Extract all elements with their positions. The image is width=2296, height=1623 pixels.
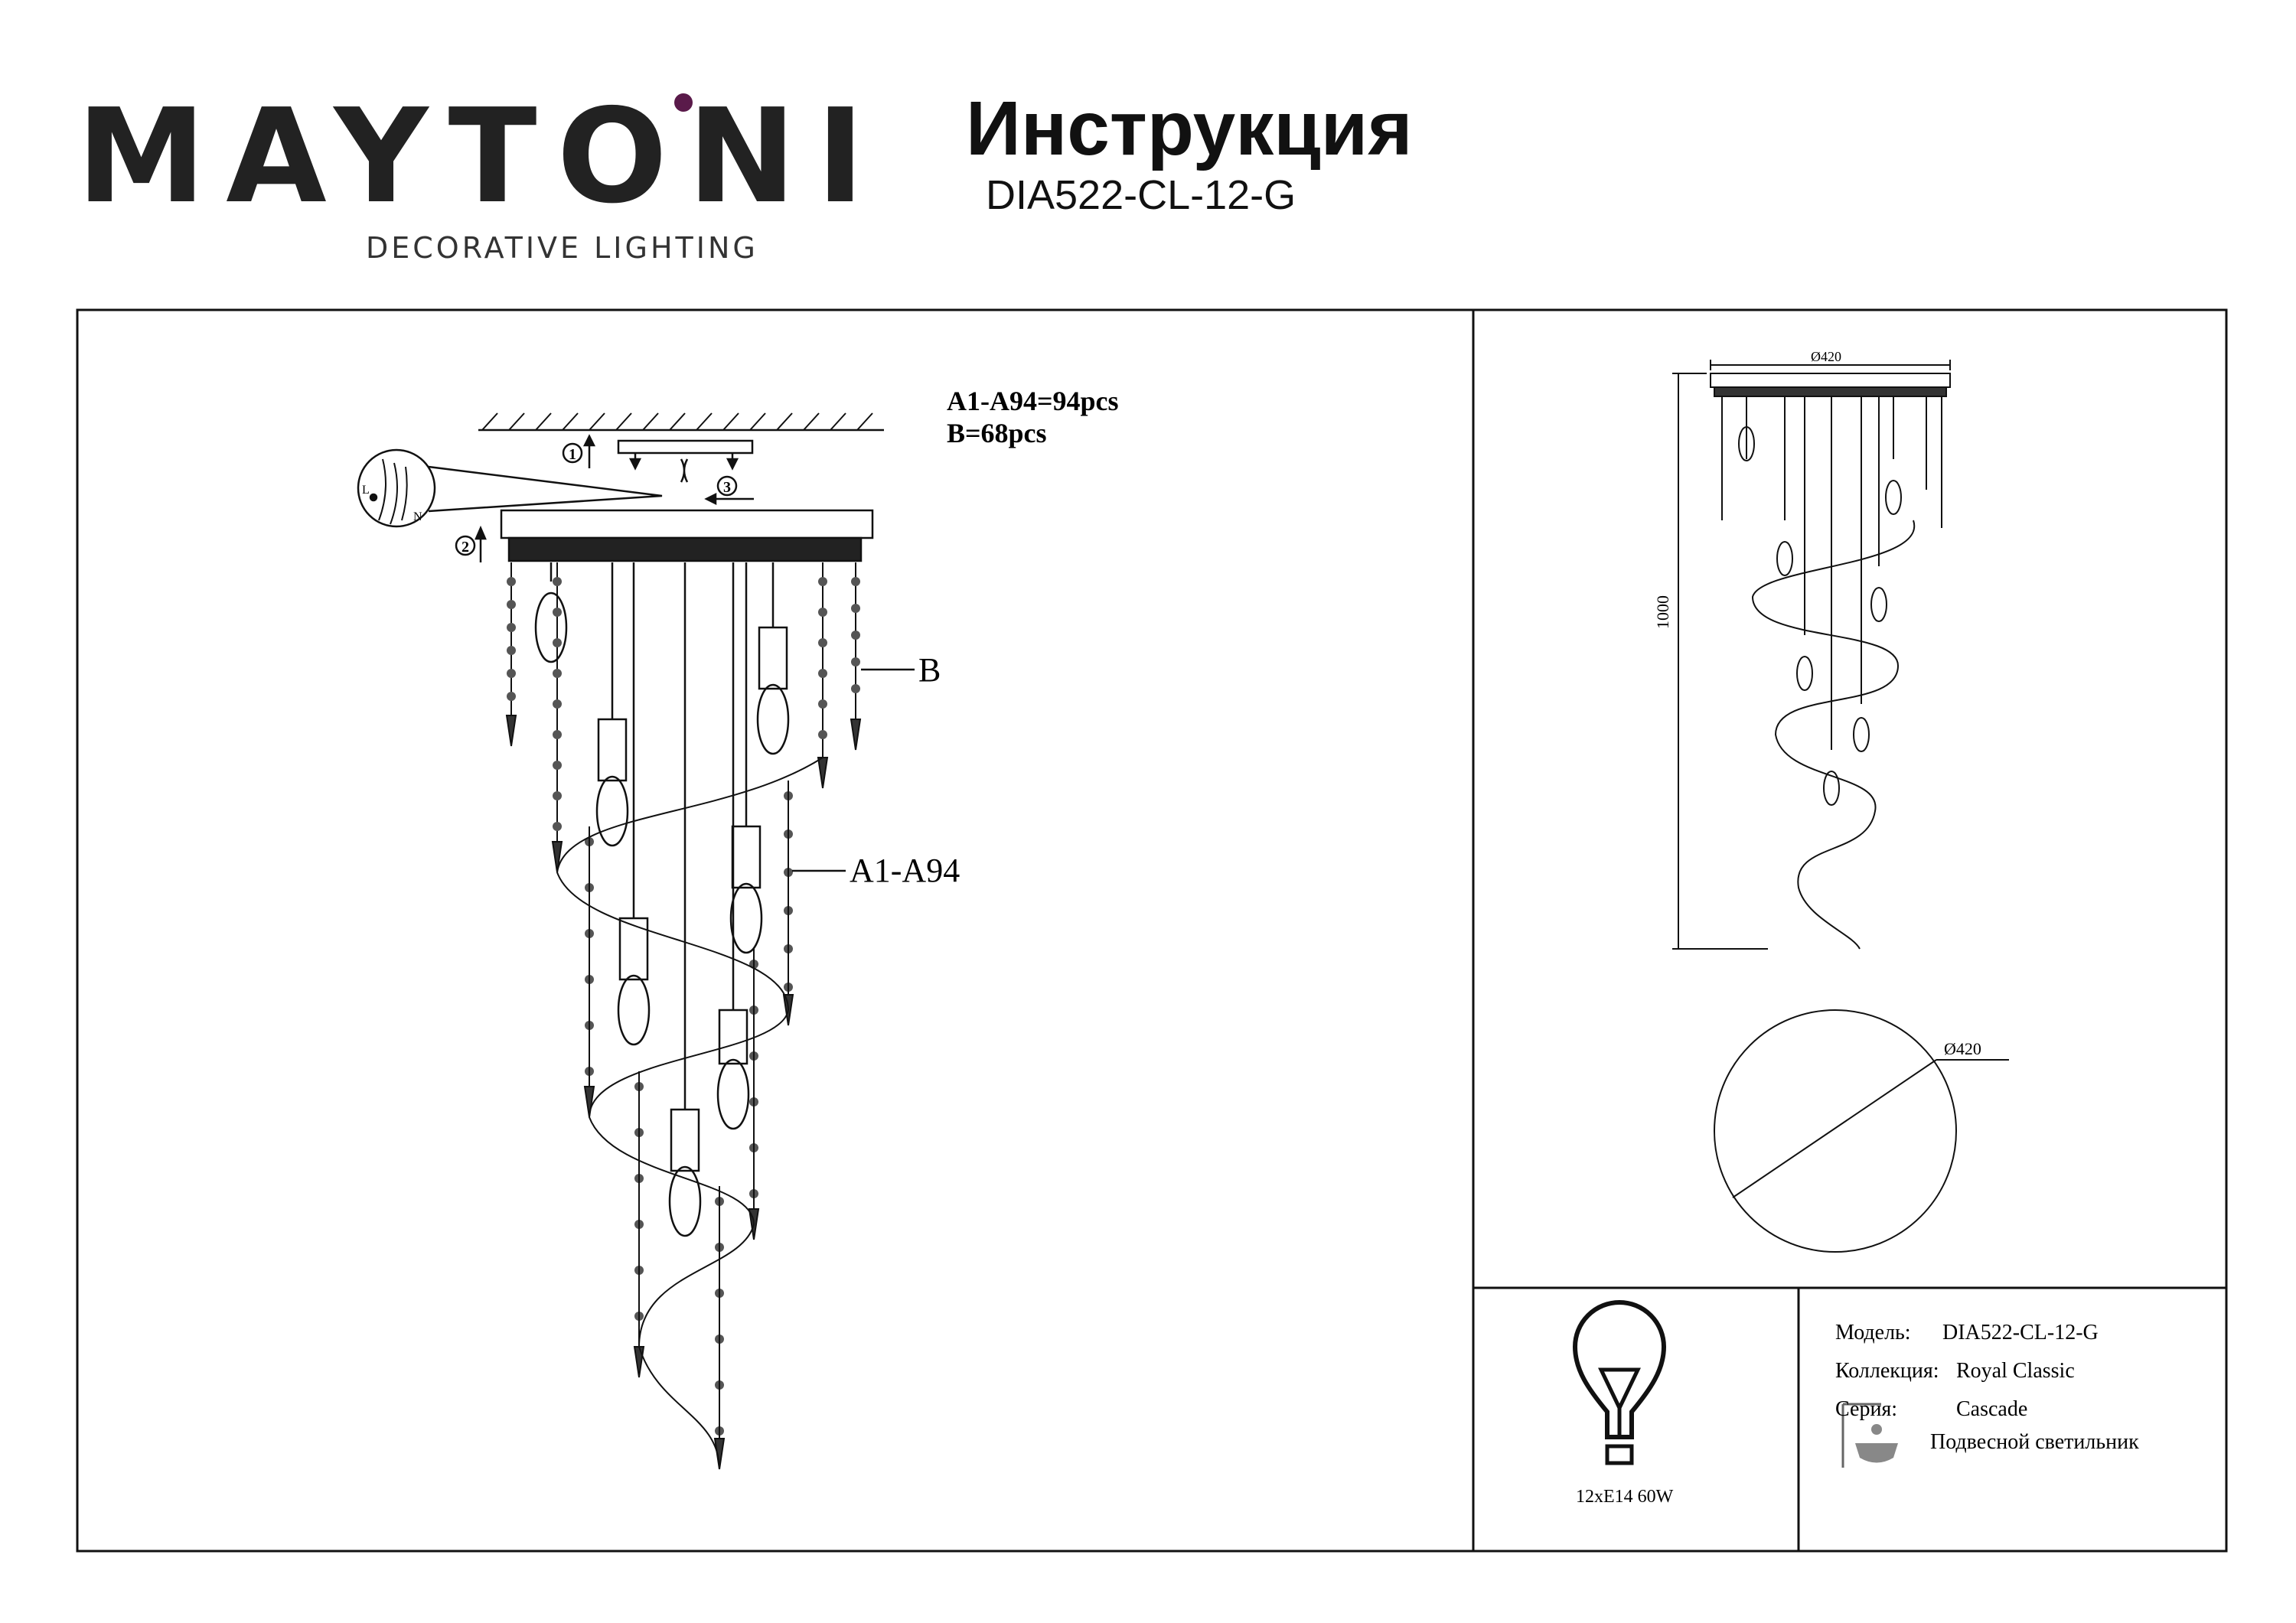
- step-2-number: 2: [461, 539, 469, 556]
- diameter-line: [1732, 1059, 1937, 1198]
- pendant-icon: [1841, 1403, 1898, 1468]
- crystal-strands-b: [505, 562, 862, 873]
- side-bulbs: [1738, 426, 1902, 806]
- parts-b-count: B=68pcs: [947, 418, 1047, 448]
- ceiling-hatch: [481, 412, 873, 431]
- bulb-icon: [1572, 1300, 1667, 1465]
- side-crystal-band: [1714, 386, 1947, 397]
- circle-diameter-label: Ø420: [1944, 1039, 1981, 1058]
- wire-label-l: L: [362, 484, 370, 497]
- callout-b-label: B: [918, 651, 941, 689]
- wiring-detail-circle: [357, 448, 436, 528]
- brand-logo: MAYTONI: [77, 92, 885, 222]
- spec-collection-value: Royal Classic: [1956, 1359, 2075, 1383]
- canopy: [500, 509, 874, 539]
- bead-dots: [507, 577, 860, 1436]
- spec-type-value: Подвесной светильник: [1930, 1430, 2139, 1454]
- document-model-code: DIA522-CL-12-G: [986, 172, 1296, 218]
- spec-model-label: Модель:: [1835, 1321, 1911, 1344]
- spec-series-value: Cascade: [1956, 1397, 2027, 1421]
- dimension-drawing: [1672, 360, 2009, 1253]
- brand-name: MAYTONI: [77, 81, 885, 233]
- spec-collection-label: Коллекция:: [1835, 1359, 1939, 1383]
- crystal-band: [507, 536, 863, 562]
- step-1-badge: [562, 442, 583, 464]
- brand-dot: [674, 93, 693, 112]
- wire-label-n: N: [413, 510, 422, 523]
- side-spiral: [1751, 520, 1916, 950]
- spec-series-label: Серия:: [1835, 1397, 1897, 1421]
- top-view-circle: [1714, 1009, 1957, 1253]
- callout-a-label: A1-A94: [850, 852, 960, 889]
- height-label: 1000: [1653, 595, 1672, 629]
- parts-a-count: A1-A94=94pcs: [947, 386, 1119, 416]
- bulbs: [534, 562, 790, 1237]
- document-title: Инструкция: [966, 86, 1413, 171]
- side-canopy: [1710, 373, 1951, 388]
- top-diameter-label: Ø420: [1811, 349, 1841, 364]
- assembly-drawing: [357, 412, 915, 1470]
- mounting-bar: [617, 439, 754, 455]
- spec-model-value: DIA522-CL-12-G: [1942, 1321, 2099, 1344]
- spiral-ribbon: [556, 757, 823, 1470]
- brand-tagline: DECORATIVE LIGHTING: [366, 231, 758, 265]
- outer-frame: [76, 308, 2228, 1553]
- step-2-badge: [455, 535, 476, 556]
- frame: [76, 308, 2228, 1553]
- step-1-number: 1: [569, 446, 576, 463]
- step-3-badge: [716, 475, 738, 497]
- detail-leader: [428, 465, 663, 513]
- step-3-number: 3: [723, 479, 731, 496]
- wires: [680, 458, 689, 483]
- side-strands: [1721, 396, 1942, 750]
- crystal-strands-a: [583, 781, 794, 1470]
- bulb-spec: 12xE14 60W: [1576, 1487, 1674, 1507]
